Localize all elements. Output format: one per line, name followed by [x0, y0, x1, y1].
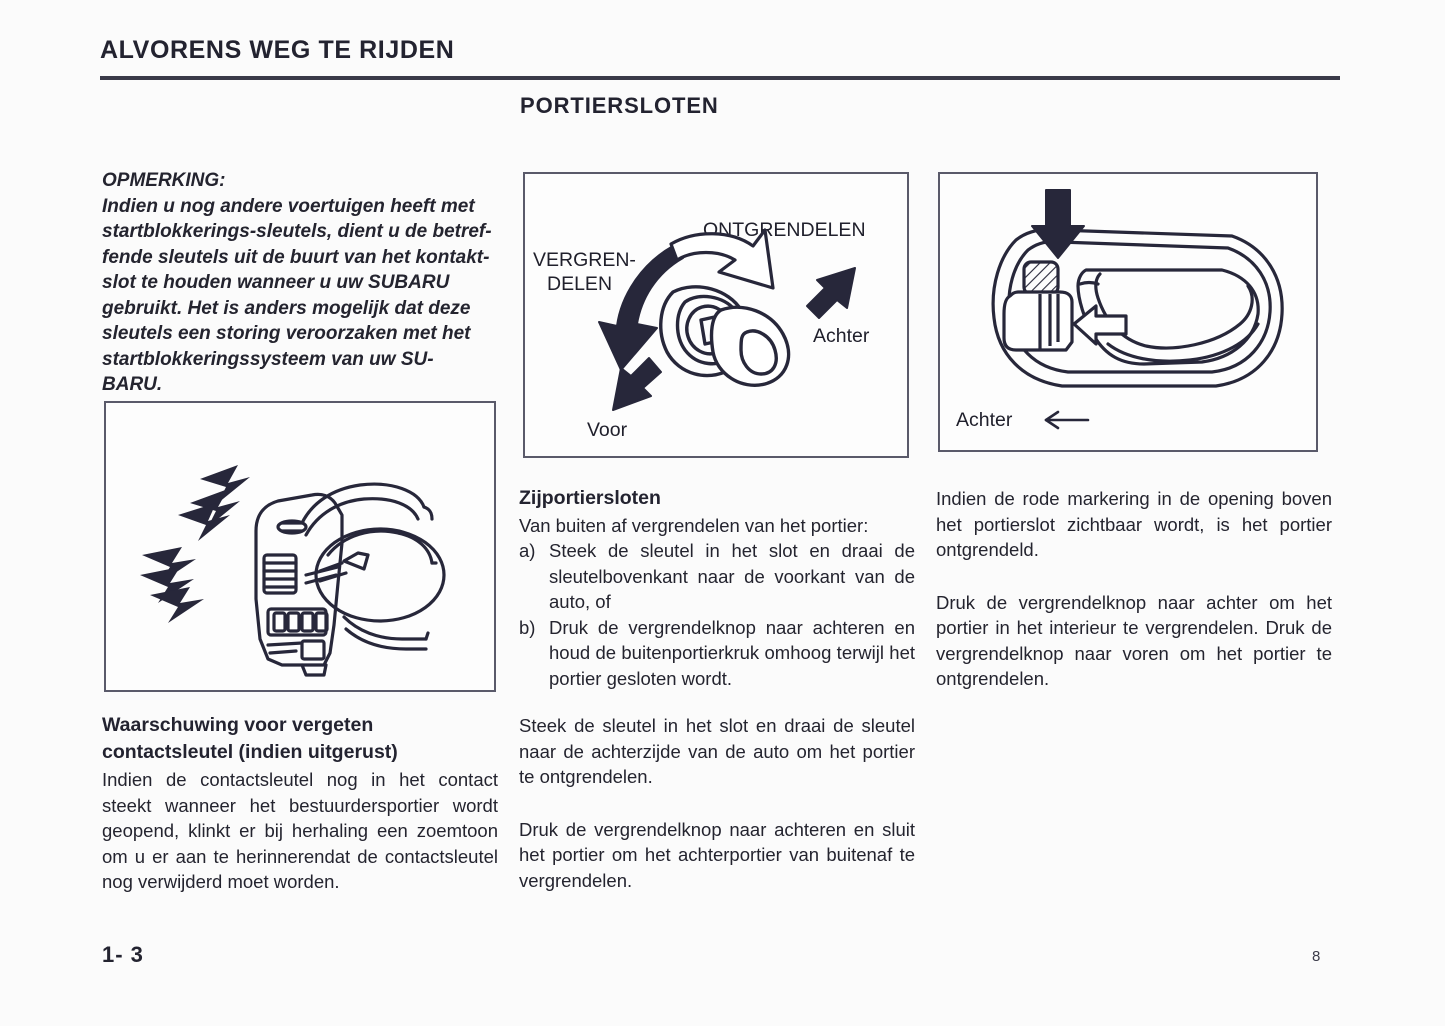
- dashboard-illustration: [140, 465, 446, 677]
- middle-paragraph-2: Steek de sleutel in het slot en draai de…: [519, 715, 915, 787]
- door-handle-illustration: Achter: [956, 189, 1284, 431]
- indicator-down-arrow-icon: [1031, 189, 1085, 259]
- label-achter: Achter: [813, 325, 870, 347]
- left-column-warning: Waarschuwing voor vergeten contactsleutel…: [102, 712, 498, 895]
- lock-knob-drawing: [1002, 290, 1074, 352]
- header-divider: [100, 76, 1340, 80]
- rear-arrow-icon: [806, 267, 856, 319]
- list-text-b: Druk de vergrendelknop naar achteren en …: [549, 616, 915, 689]
- knob-left-arrow-icon: [1072, 304, 1128, 346]
- opmerking-line-3: fende sleutels uit de buurt van het kont…: [102, 246, 490, 268]
- opmerking-line-2: startblokkerings-sleutels, dient u de be…: [102, 221, 492, 242]
- list-marker-b: b): [519, 616, 536, 638]
- warning-body: Indien de contactsleutel nog in het cont…: [102, 769, 498, 892]
- middle-column-text: Zijportiersloten Van buiten af vergrende…: [519, 486, 915, 893]
- list-item: a) Steek de sleutel in het slot en draai…: [519, 538, 915, 615]
- label-ontgrendelen: ONTGRENDELEN: [703, 219, 866, 241]
- achter-direction-arrow-icon: [1044, 410, 1090, 430]
- opmerking-line-0: OPMERKING:: [102, 170, 226, 191]
- opmerking-note: OPMERKING: Indien u nog andere voertuigen…: [102, 168, 498, 398]
- section-title: ALVORENS WEG TE RIJDEN: [100, 36, 455, 64]
- key-lock-illustration: ONTGRENDELEN VERGREN- DELEN Achter Voor: [533, 219, 870, 441]
- opmerking-line-1: Indien u nog andere voertuigen heeft met: [102, 195, 475, 217]
- red-marking-indicator: [1022, 260, 1060, 296]
- front-arrow-icon: [612, 357, 662, 411]
- label-achter-right: Achter: [956, 409, 1013, 431]
- list-item: b) Druk de vergrendelknop naar achteren …: [519, 615, 915, 692]
- warning-heading-line1: Waarschuwing voor vergeten: [102, 714, 374, 736]
- list-text-a: Steek de sleutel in het slot en draai de…: [549, 540, 915, 612]
- unlock-rotation-arrow-icon: [669, 228, 775, 290]
- page-title: PORTIERSLOTEN: [520, 93, 719, 118]
- buzzer-sound-icon: [140, 465, 250, 623]
- opmerking-line-5: gebruikt. Het is anders mogelijk dat dez…: [102, 297, 471, 319]
- door-handle-figure: Achter: [938, 172, 1318, 452]
- right-paragraph-2: Druk de vergrendelknop naar achter om he…: [936, 591, 1332, 690]
- folio-page-number: 8: [1312, 948, 1321, 965]
- right-column-text: Indien de rode markering in de opening b…: [936, 486, 1332, 692]
- zijportiersloten-heading: Zijportiersloten: [519, 487, 661, 509]
- list-marker-a: a): [519, 540, 536, 561]
- label-vergrendelen-line2: DELEN: [547, 273, 612, 295]
- middle-paragraph-3: Druk de vergrendelknop naar achteren en …: [519, 818, 915, 891]
- opmerking-line-6: sleutels een storing veroorzaken met het: [102, 323, 471, 344]
- label-voor: Voor: [587, 419, 628, 441]
- right-paragraph-1: Indien de rode markering in de opening b…: [936, 488, 1332, 560]
- dashboard-buzzer-figure: [104, 401, 496, 692]
- opmerking-line-4: slot te houden wanneer u uw SUBARU: [102, 272, 450, 293]
- zijportiersloten-intro: Van buiten af vergrendelen van het porti…: [519, 514, 869, 536]
- left-column-note: OPMERKING: Indien u nog andere voertuigen…: [102, 168, 498, 398]
- opmerking-line-7: startblokkeringssysteem van uw SU-: [102, 348, 434, 370]
- key-lock-figure: ONTGRENDELEN VERGREN- DELEN Achter Voor: [523, 172, 909, 458]
- opmerking-line-8: BARU.: [102, 374, 163, 395]
- label-vergrendelen-line1: VERGREN-: [533, 249, 636, 271]
- folio-section-number: 1- 3: [102, 942, 144, 967]
- key-drawing: [709, 305, 791, 387]
- warning-heading: Waarschuwing voor vergeten contactsleutel…: [102, 712, 498, 766]
- warning-heading-line2: contactsleutel (indien uitgerust): [102, 741, 398, 763]
